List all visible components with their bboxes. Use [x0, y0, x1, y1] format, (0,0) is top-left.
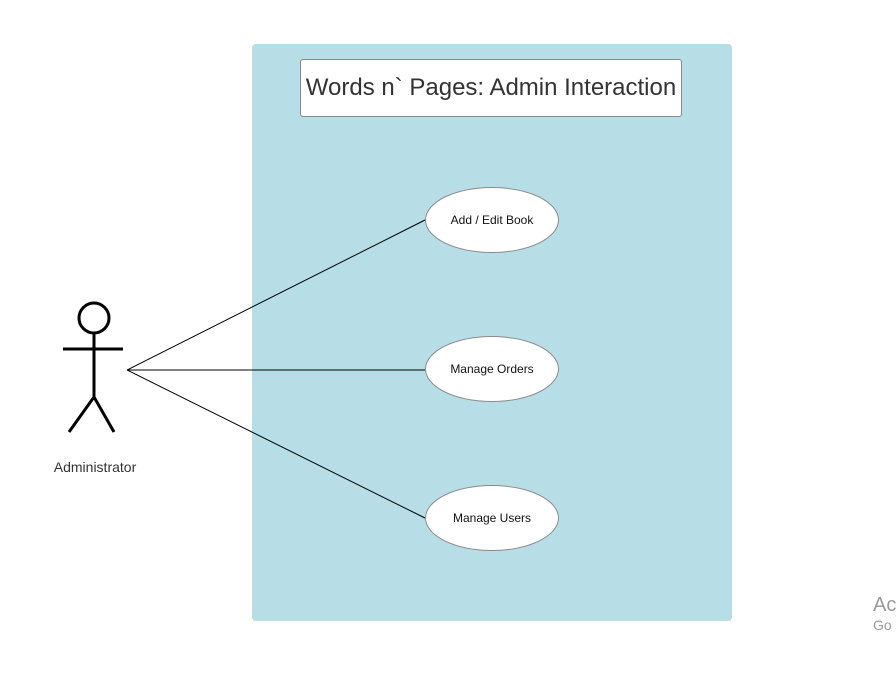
use-case-manage-orders: Manage Orders — [425, 336, 559, 402]
use-case-label: Add / Edit Book — [450, 213, 534, 227]
actor-right-leg — [92, 396, 116, 433]
watermark-line-2: Go — [873, 617, 892, 633]
activation-watermark: Ac Go — [873, 594, 896, 634]
actor-head — [77, 301, 111, 335]
actor-left-leg — [67, 396, 96, 433]
use-case-label: Manage Users — [452, 511, 532, 525]
use-case-manage-users: Manage Users — [425, 485, 559, 551]
watermark-line-1: Ac — [873, 594, 896, 616]
association-line-add-edit-book — [126, 219, 426, 371]
diagram-title: Words n` Pages: Admin Interaction — [300, 59, 682, 117]
use-case-label: Manage Orders — [450, 362, 534, 376]
use-case-add-edit-book: Add / Edit Book — [425, 187, 559, 253]
diagram-title-text: Words n` Pages: Admin Interaction — [305, 74, 677, 101]
association-line-manage-users — [126, 369, 426, 519]
actor-stick-figure-icon — [63, 301, 123, 433]
actor-label: Administrator — [53, 459, 137, 475]
